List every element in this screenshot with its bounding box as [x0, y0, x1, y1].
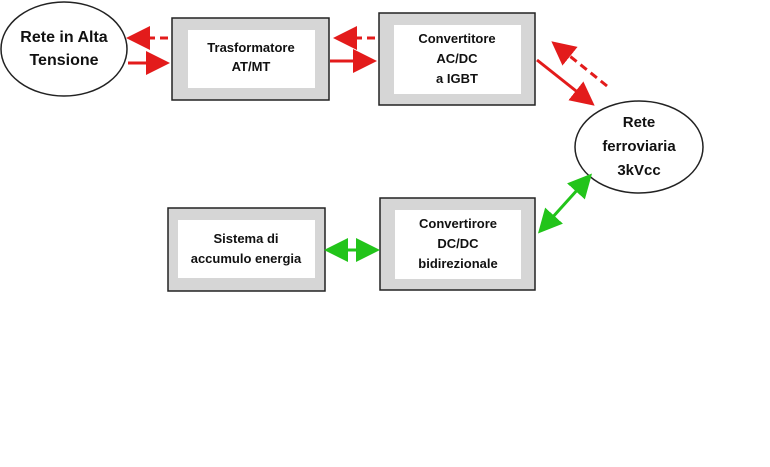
acdc-converter-line-2: AC/DC	[436, 51, 478, 66]
dcdc-converter-line-1: Convertirore	[419, 216, 497, 231]
node-transformer: Trasformatore AT/MT	[171, 17, 330, 101]
railway-grid-line-1: Rete	[623, 114, 656, 131]
high-voltage-grid-line-1: Rete in Alta	[20, 29, 108, 46]
node-storage-system: Sistema di accumulo energia	[167, 207, 326, 292]
dcdc-converter-line-3: bidirezionale	[418, 256, 497, 271]
acdc-converter-line-1: Convertitore	[418, 31, 495, 46]
high-voltage-grid-line-2: Tensione	[29, 52, 98, 69]
arrow-railway-to-converter-dashed	[551, 41, 608, 88]
storage-system-line-2: accumulo energia	[191, 251, 302, 266]
acdc-converter-line-3: a IGBT	[436, 71, 478, 86]
node-dcdc-converter: Convertirore DC/DC bidirezionale	[379, 197, 536, 291]
transformer-line-2: AT/MT	[232, 59, 271, 74]
node-high-voltage-grid: Rete in Alta Tensione	[0, 1, 128, 97]
railway-grid-line-2: ferroviaria	[602, 138, 676, 155]
railway-grid-line-3: 3kVcc	[617, 162, 660, 179]
arrow-converter-to-railway	[536, 58, 595, 106]
node-railway-grid: Rete ferroviaria 3kVcc	[574, 100, 704, 194]
transformer-line-1: Trasformatore	[207, 40, 294, 55]
storage-system-line-1: Sistema di	[213, 231, 278, 246]
node-acdc-converter: Convertitore AC/DC a IGBT	[378, 12, 536, 106]
dcdc-converter-line-2: DC/DC	[437, 236, 479, 251]
arrow-dcdc-railway-bidirectional	[537, 173, 593, 234]
